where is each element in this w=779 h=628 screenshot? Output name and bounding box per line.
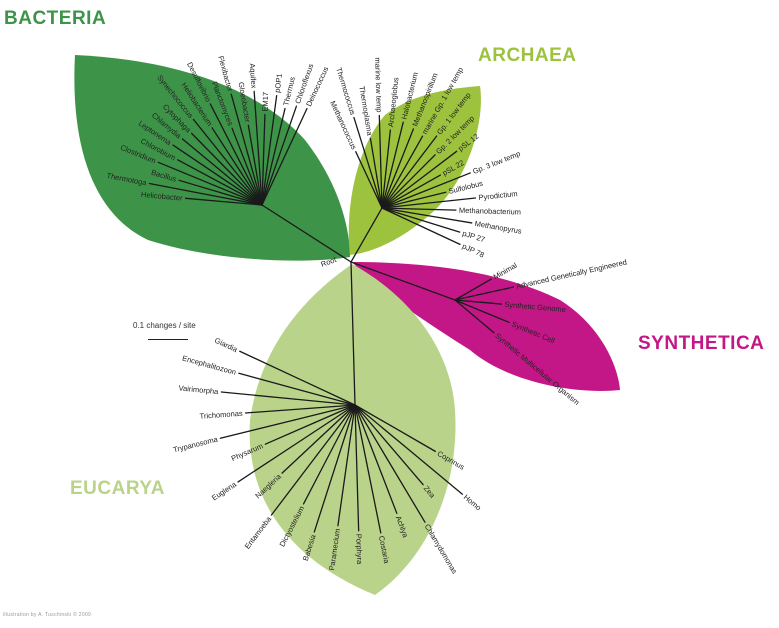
taxon-label: Aquifex — [248, 63, 259, 89]
tree-branch — [417, 219, 460, 232]
taxon-label: EM17 — [261, 92, 271, 112]
scale-label: 0.1 changes / site — [133, 321, 196, 330]
taxon-label: Euglena — [210, 479, 239, 502]
taxon-label: Encephalitozoon — [181, 354, 237, 377]
tree-branch — [417, 224, 460, 244]
domain-title-archaea: ARCHAEA — [478, 45, 577, 67]
taxon-label: Advanced Genetically Engineered — [515, 258, 627, 291]
taxon-label: Pyrodictium — [478, 189, 518, 202]
taxon-label: Giardia — [213, 336, 239, 355]
credit-text: illustration by A. Tuschinski © 2009 — [3, 612, 91, 618]
taxon-label: Minimal — [492, 261, 519, 282]
domain-title-synthetica: SYNTHETICA — [638, 333, 764, 355]
taxon-label: Trypanosoma — [172, 434, 219, 454]
taxon-label: pOP1 — [273, 73, 284, 93]
taxon-label: Trichomonas — [199, 409, 243, 421]
taxon-label: Vairimorpha — [178, 383, 219, 396]
taxon-label: Porphyra — [354, 534, 364, 566]
taxon-label: Entamoeba — [243, 514, 274, 551]
domain-title-eucarya: EUCARYA — [70, 478, 165, 500]
taxon-label: Methanobacterium — [459, 206, 521, 217]
taxon-label: pJP 78 — [461, 242, 486, 260]
scale-bar — [148, 339, 188, 340]
taxon-label: marine low temp — [373, 57, 384, 112]
taxon-label: Gp. 3 low temp — [471, 149, 521, 176]
taxon-label: Homo — [462, 493, 483, 513]
domain-title-bacteria: BACTERIA — [4, 8, 106, 30]
taxon-label: Chlamydomonas — [423, 522, 460, 575]
taxon-label: Thermoplasma — [357, 85, 374, 137]
tree-branch — [422, 215, 471, 223]
